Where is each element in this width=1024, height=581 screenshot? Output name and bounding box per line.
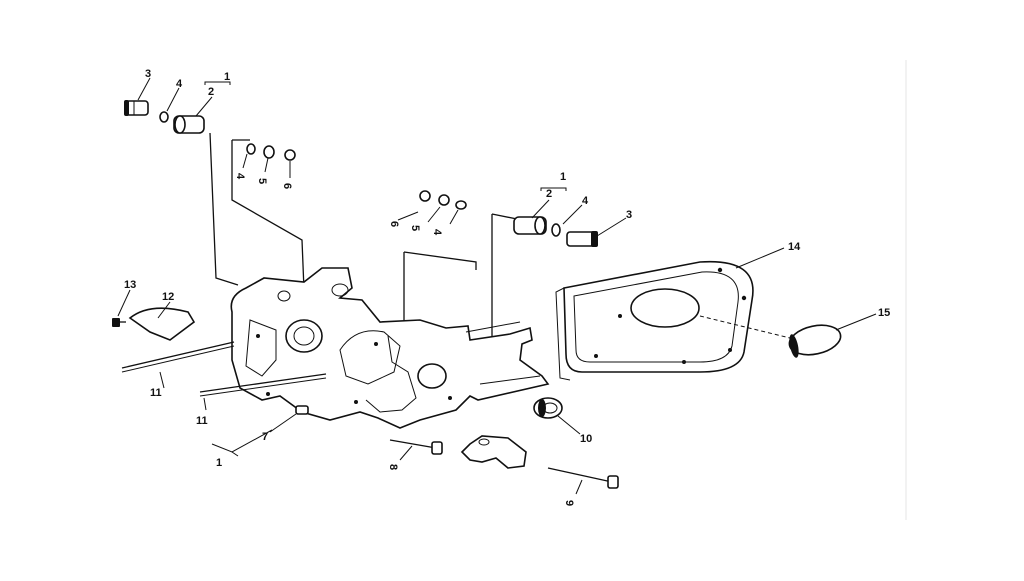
callout-7: 7 [262, 431, 268, 443]
part-2-bushing-top-left [173, 115, 205, 134]
callout-4-right: 4 [582, 195, 589, 207]
leader-11a [159, 371, 165, 389]
callout-14: 14 [788, 241, 801, 253]
callout-1-bottom: 1 [216, 457, 222, 469]
assembly-line-e [403, 251, 477, 270]
leader-3 [137, 77, 151, 101]
callout-10: 10 [580, 433, 592, 445]
part-8-bolt [389, 439, 443, 455]
leader-4c [449, 209, 459, 225]
part-7-dowel [295, 405, 309, 415]
part-1-crankcase [230, 267, 550, 429]
orings-mid-left [246, 143, 296, 161]
part-15-washer [788, 324, 842, 358]
callout-3-right: 3 [626, 209, 632, 221]
callout-4-mid: 4 [234, 173, 246, 180]
leader-15 [835, 313, 877, 331]
callout-4: 4 [176, 78, 183, 90]
callout-5-mid: 5 [256, 178, 268, 184]
leader-4 [166, 87, 180, 112]
part-11-stud-lower [199, 373, 327, 397]
bracket-1-bottom-tick [231, 451, 239, 457]
bracket-1-2-right [540, 187, 567, 191]
part-3-plug-top-left [124, 100, 149, 116]
leader-11b [203, 397, 207, 411]
leader-4r [562, 204, 583, 225]
leader-10 [557, 415, 581, 435]
leader-3r [596, 217, 627, 237]
leader-5b [264, 157, 269, 173]
leader-6c [397, 211, 419, 221]
callout-3: 3 [145, 68, 151, 80]
callout-13: 13 [124, 279, 136, 291]
orings-mid-center [419, 190, 467, 210]
bracket-1-2 [204, 81, 231, 85]
part-11-stud-upper [121, 341, 235, 373]
part-3-plug-top-right [566, 231, 598, 247]
callout-1-right: 1 [560, 171, 566, 183]
centerline-15 [699, 315, 791, 339]
leader-5c [427, 206, 441, 223]
callout-6-center: 6 [388, 221, 400, 227]
callout-15: 15 [878, 307, 890, 319]
leader-7 [269, 413, 297, 433]
assembly-line-a [209, 132, 239, 286]
assembly-line-b [231, 140, 305, 291]
callout-12: 12 [162, 291, 174, 303]
callout-8: 8 [387, 464, 399, 470]
callout-11-left: 11 [150, 387, 162, 399]
part-4-oring-top-left [159, 111, 169, 123]
leader-4b [242, 153, 248, 169]
callout-5-center: 5 [409, 225, 421, 231]
leader-14 [735, 247, 785, 269]
callout-2: 2 [208, 86, 214, 98]
part-10-seal [533, 397, 563, 419]
part-12-bracket [128, 307, 196, 341]
leader-12 [157, 301, 171, 319]
callout-1: 1 [224, 71, 230, 83]
callout-4-center: 4 [431, 229, 443, 236]
part-4-oring-top-right [551, 223, 561, 237]
callout-9: 9 [563, 500, 575, 506]
leader-9 [575, 479, 583, 495]
part-13-bolt [112, 318, 126, 327]
part-2-bushing-top-right [513, 216, 547, 235]
part-14-cover [555, 260, 754, 381]
leader-13 [117, 289, 131, 317]
part-9-bolt [547, 467, 619, 489]
leader-2r [531, 199, 550, 219]
leader-2 [195, 96, 213, 117]
callout-6-mid: 6 [281, 183, 293, 189]
leader-8 [399, 445, 413, 461]
part-housing-lower [460, 435, 527, 469]
callout-2-right: 2 [546, 188, 552, 200]
callout-11-lower: 11 [196, 415, 208, 427]
